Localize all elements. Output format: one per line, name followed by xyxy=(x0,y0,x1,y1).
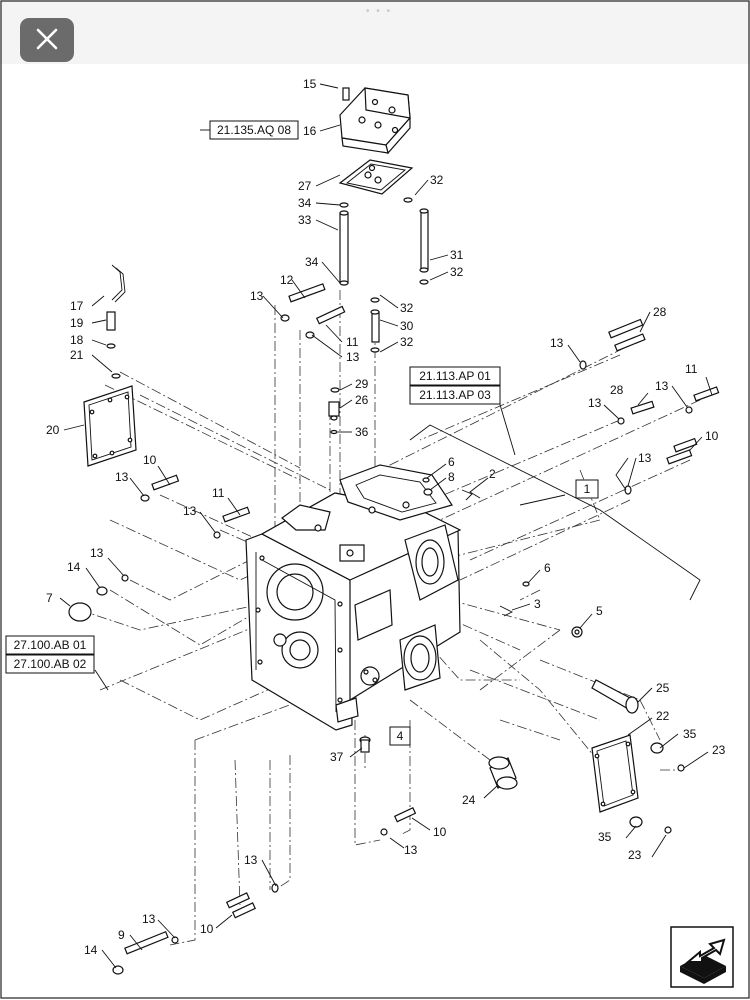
callout-29: 29 xyxy=(355,377,369,391)
callout-27: 27 xyxy=(298,179,312,193)
callout-21: 21 xyxy=(70,348,84,362)
callout-numbers: 15 16 27 34 33 34 32 31 32 32 30 32 17 1… xyxy=(46,77,726,957)
callout-13: 13 xyxy=(638,451,652,465)
bushing xyxy=(488,756,518,790)
bolts-left xyxy=(68,474,251,622)
callout-3: 3 xyxy=(534,597,541,611)
callout-16: 16 xyxy=(303,124,317,138)
callout-10: 10 xyxy=(143,453,157,467)
callout-18: 18 xyxy=(70,333,84,347)
callout-13: 13 xyxy=(404,843,418,857)
callout-30: 30 xyxy=(400,319,414,333)
callout-2: 2 xyxy=(489,467,496,481)
cover-gasket xyxy=(338,159,414,195)
boxed-callout-4: 4 xyxy=(397,729,404,743)
transmission-housing xyxy=(245,464,462,731)
callout-23: 23 xyxy=(712,743,726,757)
next-page-button[interactable] xyxy=(670,926,734,988)
callout-6: 6 xyxy=(544,561,551,575)
callout-10: 10 xyxy=(200,922,214,936)
ref-27-100-ab-01[interactable]: 27.100.AB 01 xyxy=(14,638,87,652)
callout-13: 13 xyxy=(244,853,258,867)
callout-25: 25 xyxy=(656,681,670,695)
callout-13: 13 xyxy=(550,336,564,350)
callout-33: 33 xyxy=(298,213,312,227)
callout-12: 12 xyxy=(280,273,294,287)
close-icon xyxy=(36,28,58,50)
page-dots: • • • xyxy=(366,6,393,17)
sensor-harness xyxy=(106,264,126,379)
callout-32: 32 xyxy=(450,265,464,279)
callout-5: 5 xyxy=(596,604,603,618)
callout-13: 13 xyxy=(115,470,129,484)
valve-block xyxy=(339,87,411,155)
ref-21-113-ap-01[interactable]: 21.113.AP 01 xyxy=(419,369,491,383)
callout-13: 13 xyxy=(588,396,602,410)
callout-32: 32 xyxy=(430,173,444,187)
boxed-callout-1: 1 xyxy=(584,482,591,496)
right-small-parts xyxy=(422,477,583,638)
callout-31: 31 xyxy=(450,248,464,262)
arrow-page-icon xyxy=(670,926,734,988)
callout-24: 24 xyxy=(462,793,476,807)
callout-8: 8 xyxy=(448,470,455,484)
callout-13: 13 xyxy=(90,546,104,560)
tubes xyxy=(339,197,429,353)
callout-13: 13 xyxy=(346,350,360,364)
callout-17: 17 xyxy=(70,299,84,313)
center-fittings xyxy=(328,387,340,435)
callout-26: 26 xyxy=(355,393,369,407)
callout-leaders xyxy=(59,83,713,969)
ref-21-113-ap-03[interactable]: 21.113.AP 03 xyxy=(419,388,491,402)
side-cover xyxy=(83,385,137,467)
callout-11: 11 xyxy=(346,335,359,349)
callout-15: 15 xyxy=(303,77,317,91)
callout-32: 32 xyxy=(400,301,414,315)
callout-13: 13 xyxy=(250,289,264,303)
callout-35: 35 xyxy=(598,830,612,844)
ref-27-100-ab-02[interactable]: 27.100.AB 02 xyxy=(14,657,87,671)
callout-9: 9 xyxy=(118,928,125,942)
callout-13: 13 xyxy=(655,379,669,393)
bolts-lower xyxy=(112,736,417,975)
callout-28: 28 xyxy=(653,305,667,319)
callout-14: 14 xyxy=(84,943,98,957)
callout-7: 7 xyxy=(46,591,53,605)
rear-cover xyxy=(591,734,685,834)
reference-leaders xyxy=(94,129,701,691)
ref-21-135-aq-08[interactable]: 21.135.AQ 08 xyxy=(217,123,291,137)
bolts-upper-left xyxy=(280,283,346,339)
bolts-right xyxy=(579,318,720,495)
shaft xyxy=(591,679,639,714)
callout-10: 10 xyxy=(433,825,447,839)
callout-37: 37 xyxy=(330,750,344,764)
callout-20: 20 xyxy=(46,423,60,437)
callout-22: 22 xyxy=(656,709,670,723)
callout-36: 36 xyxy=(355,425,369,439)
close-button[interactable] xyxy=(20,18,74,62)
callout-34: 34 xyxy=(298,196,312,210)
callout-13: 13 xyxy=(142,912,156,926)
callout-23: 23 xyxy=(628,848,642,862)
callout-11: 11 xyxy=(685,362,698,376)
callout-34: 34 xyxy=(305,255,319,269)
viewer-toolbar: • • • xyxy=(0,0,750,64)
callout-13: 13 xyxy=(183,504,197,518)
callout-14: 14 xyxy=(67,560,81,574)
reference-boxes: 21.135.AQ 08 21.113.AP 01 21.113.AP 03 2… xyxy=(5,120,599,746)
callout-6: 6 xyxy=(448,455,455,469)
callout-11: 11 xyxy=(212,486,225,500)
callout-35: 35 xyxy=(683,727,697,741)
callout-32: 32 xyxy=(400,335,414,349)
callout-19: 19 xyxy=(70,316,84,330)
callout-10: 10 xyxy=(705,429,719,443)
callout-28: 28 xyxy=(610,383,624,397)
